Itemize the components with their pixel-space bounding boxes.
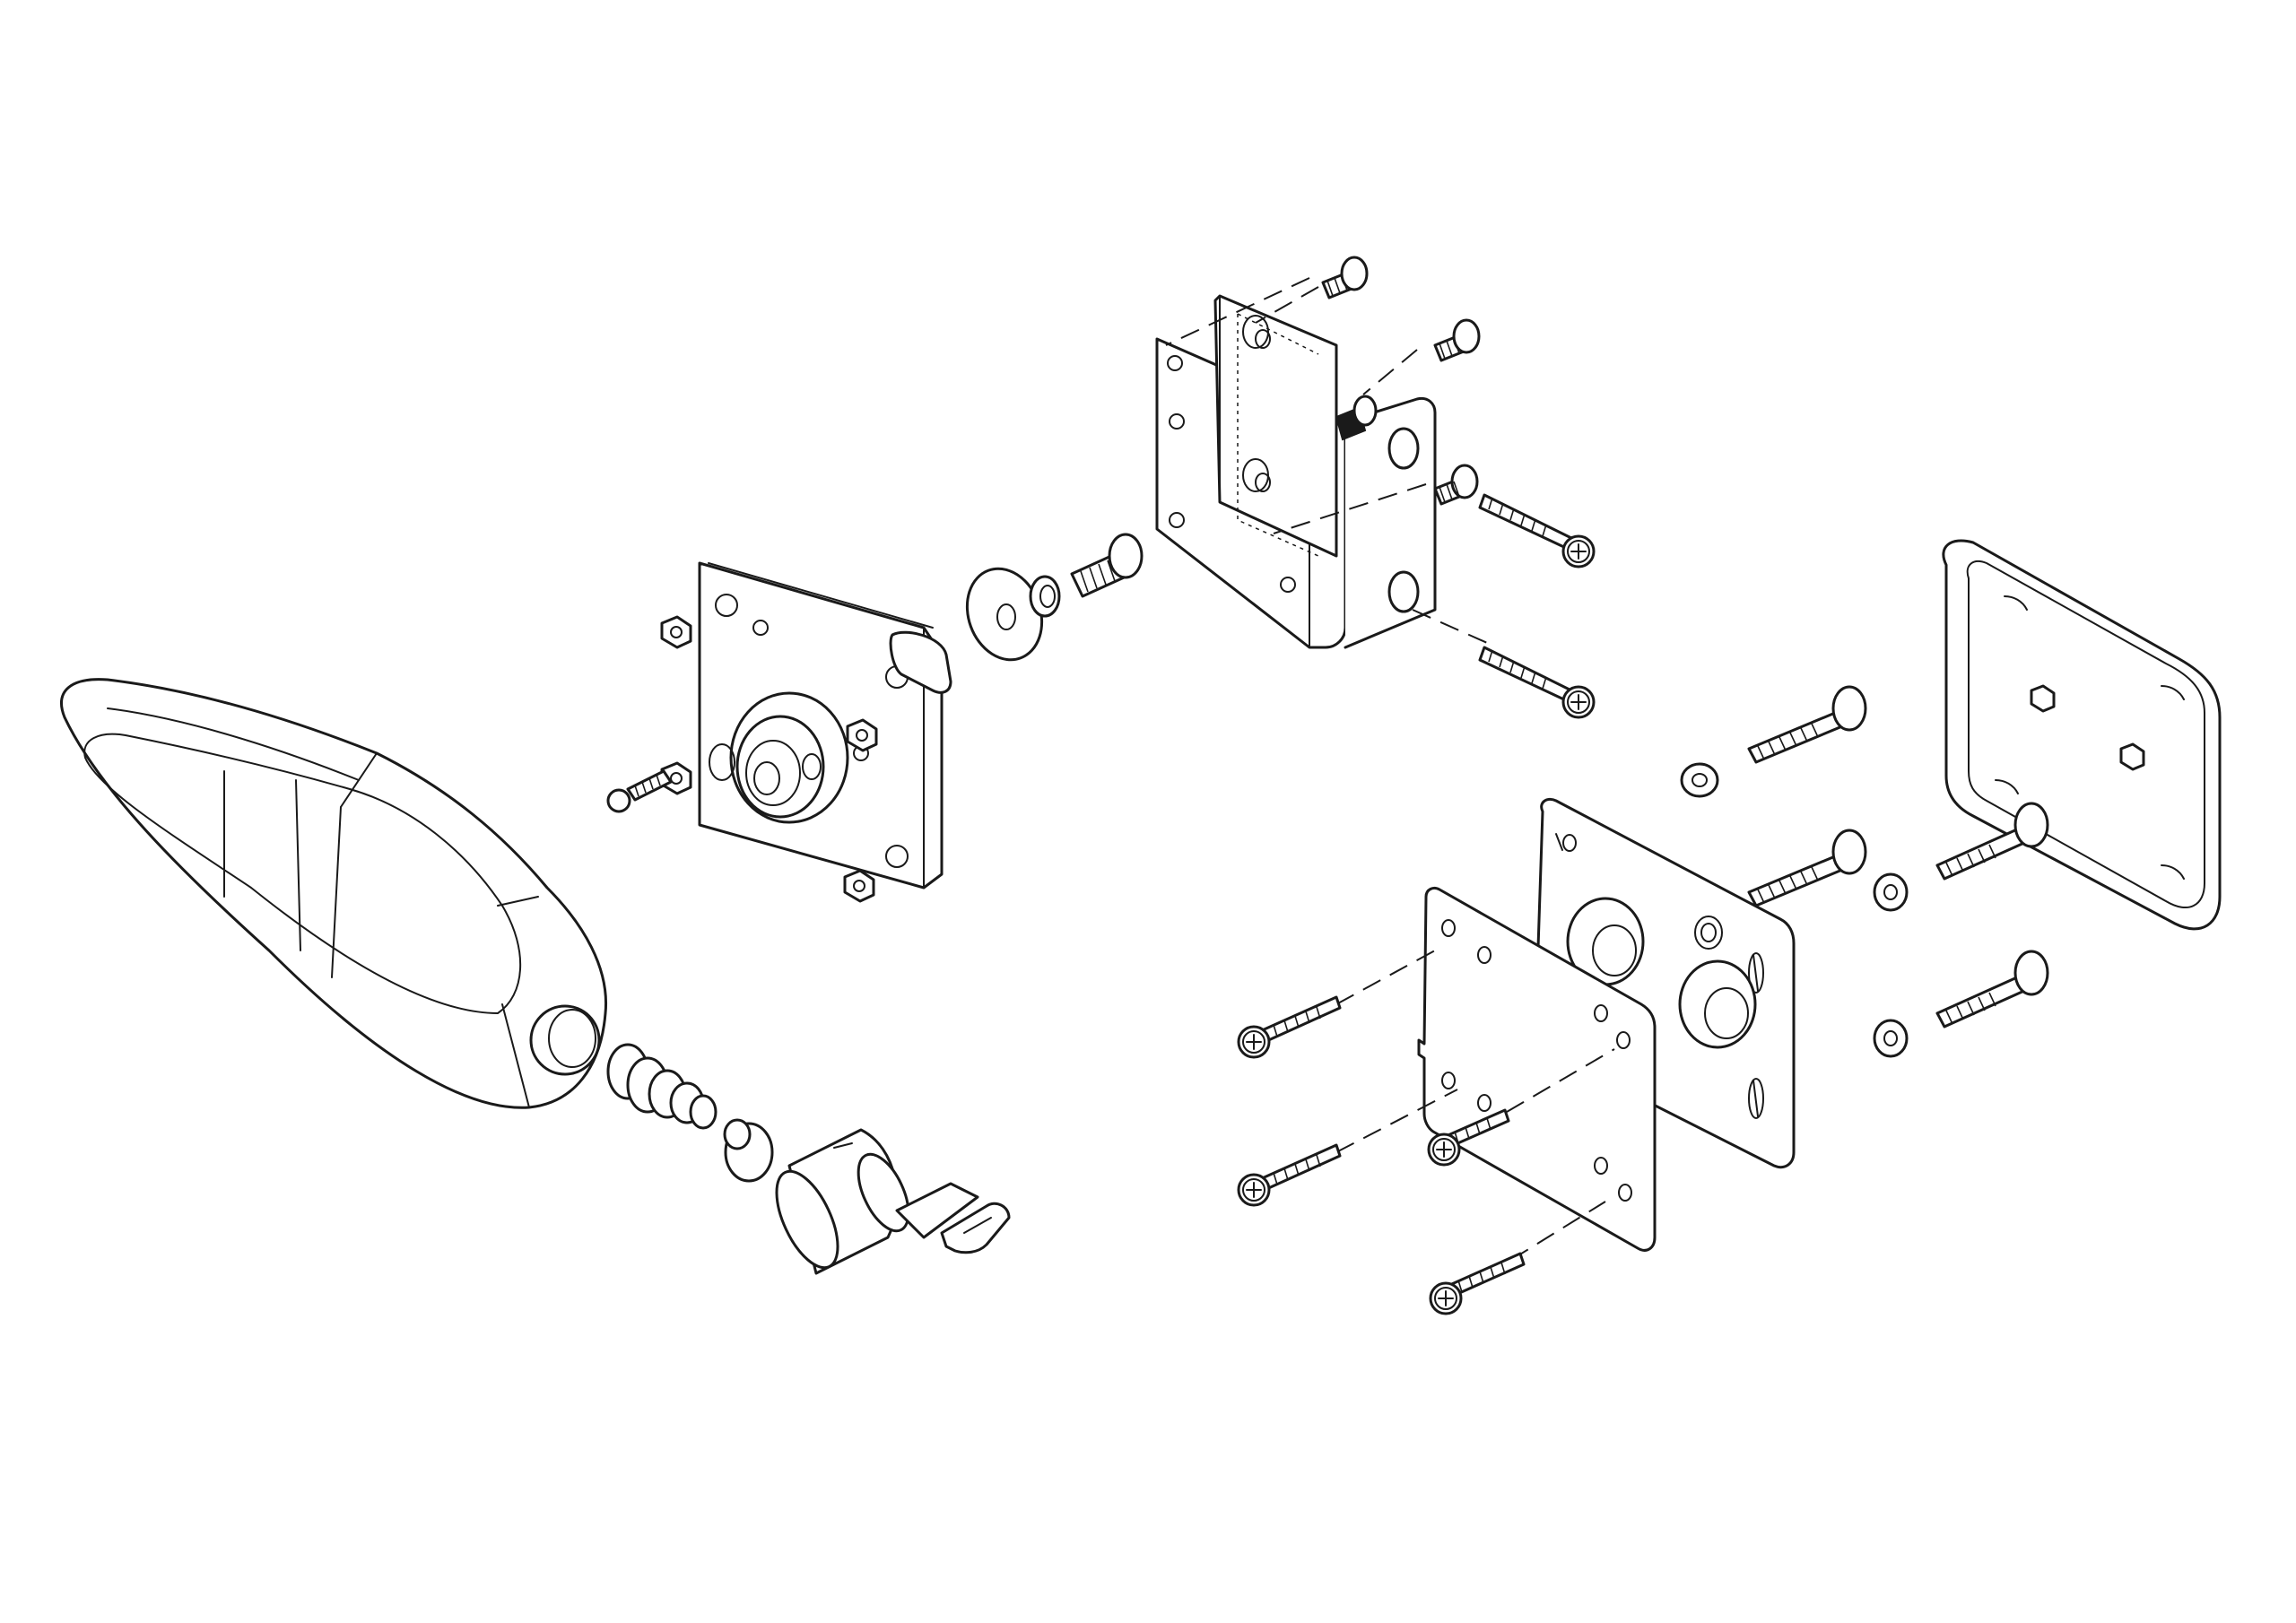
small-washer xyxy=(1680,762,1719,798)
machine-bolt xyxy=(1747,829,1867,907)
alignment-line xyxy=(1506,1048,1615,1113)
compression-spring xyxy=(606,1043,718,1130)
spring-plunger xyxy=(723,1118,774,1183)
alignment-line xyxy=(1510,1201,1606,1261)
alignment-line xyxy=(1335,950,1436,1005)
key xyxy=(895,1182,1011,1254)
alignment-line xyxy=(1362,349,1418,395)
flat-washer xyxy=(965,567,1044,662)
wood-screw xyxy=(1427,1108,1510,1167)
frame-cover xyxy=(1942,539,2222,931)
machine-bolt xyxy=(1935,802,2049,881)
wood-screw xyxy=(1237,1143,1342,1207)
set-screw xyxy=(626,769,673,802)
alignment-line xyxy=(1273,483,1427,534)
wood-screw xyxy=(1429,1252,1526,1315)
inner-mounting-plate xyxy=(1417,886,1657,1252)
handle-body xyxy=(60,678,608,1109)
hex-nut xyxy=(843,869,875,903)
cap-screw xyxy=(1433,318,1481,362)
alignment-line xyxy=(1335,1089,1458,1153)
alignment-line xyxy=(1165,277,1310,346)
alignment-line xyxy=(1255,286,1319,324)
alignment-line xyxy=(1412,609,1494,647)
lock-housing-plate xyxy=(698,561,952,890)
hex-nut xyxy=(660,615,692,649)
machine-bolt xyxy=(1747,685,1867,764)
small-washer xyxy=(1873,872,1909,912)
shoulder-bolt xyxy=(1070,533,1144,598)
ball-detent xyxy=(606,788,631,813)
clamp-block xyxy=(1213,294,1338,558)
cap-screw xyxy=(1433,464,1479,506)
cap-screw xyxy=(1335,395,1378,441)
hex-nut xyxy=(846,718,878,752)
wood-screw xyxy=(1478,493,1596,568)
machine-bolt xyxy=(1935,950,2049,1028)
cap-screw xyxy=(1321,256,1369,299)
wood-screw xyxy=(1478,646,1596,719)
split-lock-washer xyxy=(1029,575,1061,618)
lock-cylinder xyxy=(775,1128,910,1275)
wood-screw xyxy=(1237,995,1342,1059)
small-washer xyxy=(1873,1019,1909,1058)
